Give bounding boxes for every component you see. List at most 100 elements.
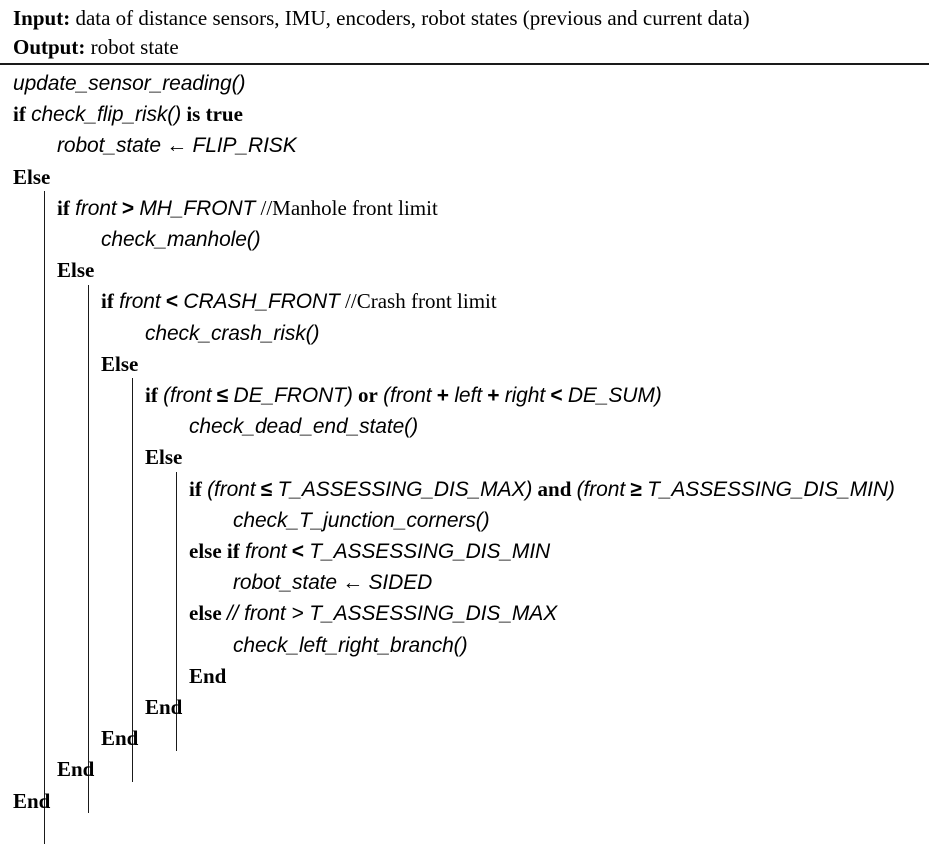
code-token: < bbox=[165, 290, 179, 314]
code-line-text: End bbox=[145, 692, 182, 723]
code-line-text: Else bbox=[145, 442, 182, 473]
code-token: Else bbox=[57, 258, 95, 283]
code-token: Else bbox=[101, 351, 139, 376]
code-token: CRASH_FRONT bbox=[183, 290, 340, 314]
code-token: DE_SUM) bbox=[567, 384, 662, 407]
code-token: T_ASSESSING_DIS_MAX) bbox=[277, 477, 533, 501]
code-line-text: if (front ≤ T_ASSESSING_DIS_MAX) and (fr… bbox=[189, 474, 895, 505]
code-token: if bbox=[226, 539, 240, 563]
output-value: robot state bbox=[85, 35, 179, 59]
code-line-text: robot_state ← SIDED bbox=[233, 567, 432, 598]
code-comment: // front > T_ASSESSING_DIS_MAX bbox=[226, 602, 558, 626]
code-token: Else bbox=[13, 164, 51, 189]
code-line: check_left_right_branch() bbox=[0, 630, 929, 661]
code-token: (front bbox=[163, 384, 212, 407]
code-line: if (front ≤ T_ASSESSING_DIS_MAX) and (fr… bbox=[0, 474, 929, 505]
code-token: robot_state bbox=[233, 571, 337, 595]
code-token: front bbox=[244, 540, 287, 563]
code-token: check_flip_risk() bbox=[31, 103, 182, 127]
code-token: right bbox=[504, 384, 546, 407]
code-line-text: else if front < T_ASSESSING_DIS_MIN bbox=[189, 536, 550, 567]
input-line: Input: data of distance sensors, IMU, en… bbox=[13, 4, 919, 33]
indent-guide-level-1 bbox=[88, 285, 89, 813]
code-token: is bbox=[186, 102, 201, 127]
indent-guide-level-0 bbox=[44, 191, 45, 844]
code-token: > bbox=[121, 196, 135, 220]
code-line-text: End bbox=[101, 723, 138, 754]
code-line: check_dead_end_state() bbox=[0, 411, 929, 442]
code-token: if bbox=[101, 289, 114, 314]
code-token: check_crash_risk() bbox=[145, 321, 320, 345]
code-token: End bbox=[101, 726, 139, 751]
input-value: data of distance sensors, IMU, encoders,… bbox=[70, 6, 750, 30]
code-line: Else bbox=[0, 349, 929, 380]
code-token: (front bbox=[576, 477, 626, 501]
code-token: front bbox=[119, 290, 161, 314]
code-token: End bbox=[57, 757, 95, 782]
code-token: (front bbox=[207, 477, 256, 501]
code-line-text: End bbox=[189, 661, 226, 692]
code-token: else bbox=[189, 539, 222, 563]
indent-guide-level-3 bbox=[176, 472, 177, 751]
code-token: if bbox=[145, 383, 158, 407]
code-line: End bbox=[0, 692, 929, 723]
code-token: or bbox=[358, 383, 378, 407]
code-token: End bbox=[13, 788, 51, 813]
output-line: Output: robot state bbox=[13, 33, 919, 62]
code-token: (front bbox=[383, 384, 432, 407]
code-token: FLIP_RISK bbox=[192, 134, 297, 158]
input-label: Input: bbox=[13, 6, 71, 30]
code-line: robot_state ← FLIP_RISK bbox=[0, 130, 929, 161]
code-line: Else bbox=[0, 162, 929, 193]
code-token: check_left_right_branch() bbox=[233, 633, 468, 657]
code-token: DE_FRONT) bbox=[233, 384, 353, 407]
algorithm-header: Input: data of distance sensors, IMU, en… bbox=[0, 0, 929, 65]
code-line: check_T_junction_corners() bbox=[0, 505, 929, 536]
code-token: robot_state bbox=[57, 134, 161, 158]
indent-guide-level-2 bbox=[132, 378, 133, 782]
code-token: ← bbox=[342, 571, 364, 595]
code-token: ≥ bbox=[630, 477, 642, 501]
code-line-text: robot_state ← FLIP_RISK bbox=[57, 130, 297, 161]
code-token: ≤ bbox=[216, 384, 229, 407]
code-line: else // front > T_ASSESSING_DIS_MAX bbox=[0, 598, 929, 629]
code-token: < bbox=[291, 540, 305, 563]
code-token: T_ASSESSING_DIS_MIN) bbox=[647, 477, 895, 501]
code-token: End bbox=[145, 695, 183, 719]
code-token: ← bbox=[166, 134, 188, 158]
code-line-text: End bbox=[13, 786, 50, 817]
code-line-text: check_dead_end_state() bbox=[189, 411, 418, 442]
code-token: if bbox=[57, 195, 70, 220]
code-token: left bbox=[454, 384, 482, 407]
code-token: if bbox=[13, 102, 26, 127]
code-token: < bbox=[550, 384, 563, 407]
code-token: MH_FRONT bbox=[139, 196, 256, 220]
code-token: check_T_junction_corners() bbox=[233, 508, 490, 532]
code-line: if front < CRASH_FRONT //Crash front lim… bbox=[0, 286, 929, 317]
code-line-text: Else bbox=[13, 162, 50, 193]
code-token: + bbox=[436, 384, 450, 407]
code-line-text: Else bbox=[101, 349, 138, 380]
code-token: true bbox=[205, 102, 243, 127]
code-line: Else bbox=[0, 442, 929, 473]
code-token: + bbox=[487, 384, 500, 407]
code-token: if bbox=[189, 476, 202, 501]
code-token: else bbox=[189, 601, 222, 626]
code-line: else if front < T_ASSESSING_DIS_MIN bbox=[0, 536, 929, 567]
code-line-text: if (front ≤ DE_FRONT) or (front + left +… bbox=[145, 380, 662, 411]
code-line: check_manhole() bbox=[0, 224, 929, 255]
code-line-text: check_T_junction_corners() bbox=[233, 505, 490, 536]
code-line-text: if front > MH_FRONT //Manhole front limi… bbox=[57, 193, 438, 224]
code-comment: //Manhole front limit bbox=[260, 195, 438, 220]
code-line-text: else // front > T_ASSESSING_DIS_MAX bbox=[189, 598, 557, 629]
code-line: End bbox=[0, 754, 929, 785]
code-line: if (front ≤ DE_FRONT) or (front + left +… bbox=[0, 380, 929, 411]
code-token: check_dead_end_state() bbox=[189, 415, 418, 439]
code-line: update_sensor_reading() bbox=[0, 68, 929, 99]
code-token: SIDED bbox=[368, 571, 433, 595]
code-line: End bbox=[0, 786, 929, 817]
code-token: front bbox=[75, 196, 117, 220]
code-comment: //Crash front limit bbox=[345, 289, 497, 314]
code-line-text: check_left_right_branch() bbox=[233, 630, 468, 661]
